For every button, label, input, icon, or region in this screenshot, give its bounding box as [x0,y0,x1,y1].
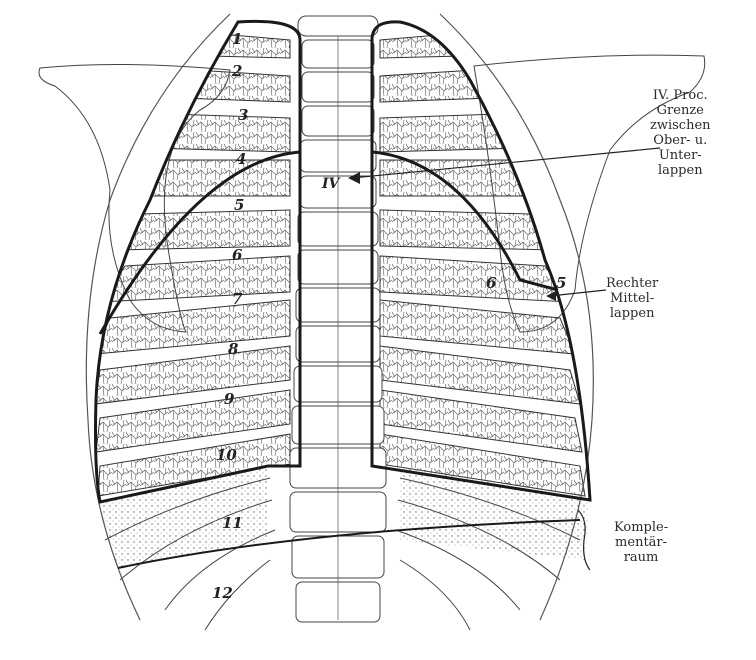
rib-number: 8 [228,340,239,358]
rib-number: 6 [486,274,497,292]
annotation-line: Rechter [606,276,658,291]
rib-number: 5 [556,274,566,292]
annotation-lobe-border: IV. Proc. Grenze zwischen Ober- u. Unter… [650,88,711,178]
annotation-line: IV. Proc. [650,88,711,103]
rib-number: 5 [234,196,244,214]
rib-number: 3 [238,106,248,124]
annotation-line: Unter- [650,148,711,163]
annotation-line: raum [614,550,668,565]
annotation-middle-lobe: Rechter Mittel- lappen [606,276,658,321]
rib-number: 7 [232,290,243,308]
rib-number: 1 [232,30,242,48]
rib-number: 4 [236,150,246,168]
annotation-line: zwischen [650,118,711,133]
annotation-line: mentär- [614,535,668,550]
vertebra-label: IV [321,176,342,192]
rib-number: 11 [222,514,243,532]
annotation-line: Ober- u. [650,133,711,148]
annotation-line: Komple- [614,520,668,535]
annotation-line: Mittel- [606,291,658,306]
annotation-line: Grenze [650,103,711,118]
rib-number: 10 [216,446,237,464]
rib-number: 12 [212,584,233,602]
annotation-line: lappen [650,163,711,178]
rib-number: 6 [232,246,243,264]
rib-number: 9 [224,390,235,408]
annotation-complementary-space: Komple- mentär- raum [614,520,668,565]
annotation-line: lappen [606,306,658,321]
rib-number: 2 [231,62,242,80]
